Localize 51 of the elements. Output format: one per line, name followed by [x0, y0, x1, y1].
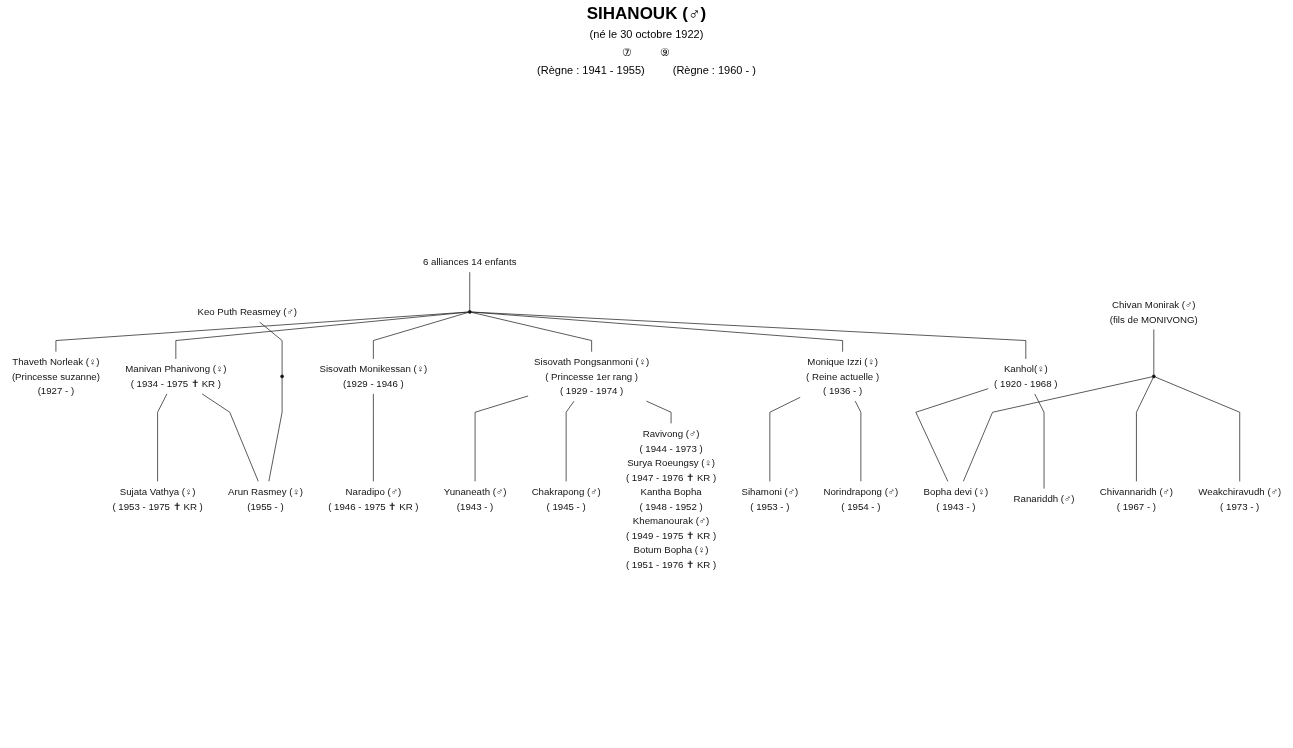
node-text: Ranariddh (♂): [1013, 493, 1075, 505]
person-name: SIHANOUK (♂): [585, 4, 708, 24]
node-text: Ravivong (♂) ( 1944 - 1973 ) Surya Roeungsy (♀) ( 1947 - 1976 ✝ KR ) Kantha Bopha ( 1948 - 1952 ) Khemanourak (♂) ( 1949 - 1975 ✝ KR ) Botum Bopha (♀) ( 1951 - 1976 ✝ KR ): [625, 427, 717, 570]
node-text: Thaveth Norleak (♀) (Princesse suzanne) (1927 - ): [11, 356, 100, 397]
connector: [565, 400, 575, 482]
connector: [646, 400, 672, 424]
connector: [854, 400, 862, 482]
node-text: Norindrapong (♂) ( 1954 - ): [823, 485, 899, 512]
note-text: (né le 30 octobre 1922): [589, 28, 704, 40]
note-text: ⑨: [660, 46, 671, 59]
node-heart: [280, 374, 284, 379]
node-text: Sisovath Pongsanmoni (♀) ( Princesse 1er rang ) ( 1929 - 1974 ): [534, 356, 650, 397]
connector: [268, 377, 283, 482]
node-text: 6 alliances 14 enfants: [423, 256, 517, 268]
connector: [1153, 329, 1155, 376]
node-text: Bopha devi (♀) ( 1943 - ): [923, 485, 989, 512]
note-text: ⑦: [622, 46, 633, 59]
connector: [201, 393, 259, 482]
node-text: Chivan Monirak (♂) (fils de MONIVONG): [1109, 298, 1198, 325]
node-heart: [467, 310, 472, 314]
node-text: Chivannaridh (♂) ( 1967 - ): [1099, 485, 1174, 512]
node-text: Naradipo (♂) ( 1946 - 1975 ✝ KR ): [328, 485, 419, 512]
node-text: Sujata Vathya (♀) ( 1953 - 1975 ✝ KR ): [112, 485, 203, 512]
connector: [1136, 377, 1154, 482]
node-text: Sisovath Monikessan (♀) (1929 - 1946 ): [319, 363, 428, 390]
note-text: (Règne : 1960 - ): [672, 64, 756, 76]
connector: [962, 376, 1153, 482]
connector: [373, 312, 469, 360]
node-text: Arun Rasmey (♀) (1955 - ): [228, 485, 303, 512]
connector: [55, 311, 469, 353]
node-text: Keo Puth Reasmey (♂): [197, 306, 298, 318]
connector: [474, 395, 529, 482]
connector: [373, 393, 374, 482]
connector: [1154, 376, 1241, 482]
connector: [1034, 393, 1045, 489]
connector: [157, 393, 168, 482]
note-text: (Règne : 1941 - 1955): [537, 64, 645, 76]
connector: [259, 321, 283, 376]
node-heart: [1151, 374, 1156, 379]
node-text: Kanhol(♀) ( 1920 - 1968 ): [994, 363, 1058, 390]
node-text: Yunaneath (♂) (1943 - ): [443, 485, 507, 512]
connector: [470, 311, 1027, 360]
node-text: Monique Izzi (♀) ( Reine actuelle ) ( 1936 - ): [806, 356, 880, 397]
node-text: Manivan Phanivong (♀) ( 1934 - 1975 ✝ KR ): [125, 363, 227, 390]
connector: [769, 396, 801, 482]
node-text: Sihamoni (♂) ( 1953 - ): [741, 485, 799, 512]
connector: [915, 388, 989, 482]
connector: [175, 311, 469, 360]
connector: [469, 271, 471, 311]
node-text: Weakchiravudh (♂) ( 1973 - ): [1198, 485, 1282, 512]
node-text: Chakrapong (♂) ( 1945 - ): [531, 485, 601, 512]
